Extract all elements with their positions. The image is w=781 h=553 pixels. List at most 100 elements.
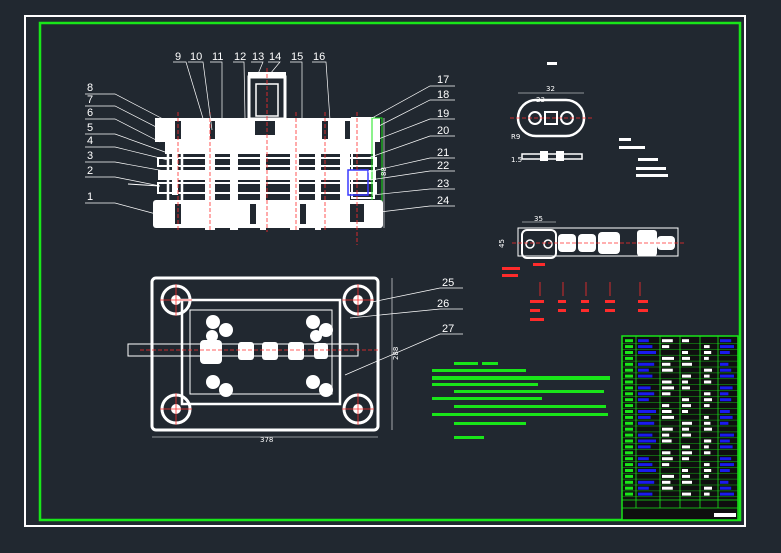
table-row-number [625, 392, 633, 396]
part-label: 2 [87, 165, 93, 177]
table-cell [704, 474, 709, 478]
table-cell [638, 392, 655, 396]
table-cell [662, 368, 673, 372]
table-cell [720, 386, 733, 390]
table-row-number [625, 469, 633, 472]
table-row-number [625, 451, 633, 455]
part-label: 21 [437, 147, 449, 159]
table-cell [704, 404, 710, 408]
table-cell [682, 480, 692, 484]
table-cell [720, 339, 732, 343]
table-cell [682, 351, 688, 354]
table-cell [638, 463, 653, 467]
table-cell [682, 356, 690, 360]
table-row-number [625, 445, 633, 449]
table-cell [662, 427, 673, 431]
part-label: 5 [87, 122, 93, 134]
table-cell [720, 415, 733, 419]
table-cell [662, 386, 674, 390]
table-cell [704, 427, 712, 431]
table-cell [662, 339, 673, 343]
part-label: 20 [437, 125, 449, 137]
side-height-dim: 88 [380, 167, 388, 176]
table-row-number [625, 386, 633, 390]
table-cell [638, 398, 649, 402]
table-cell [662, 404, 670, 408]
table-cell [704, 486, 712, 490]
inner-border [38, 21, 742, 522]
table-cell [720, 492, 734, 496]
table-cell [662, 380, 672, 384]
parts-list-table [621, 335, 739, 521]
table-cell [704, 398, 712, 402]
table-cell [720, 368, 732, 372]
table-row-number [625, 398, 633, 402]
table-cell [704, 492, 710, 496]
table-cell [704, 374, 710, 378]
table-cell [638, 386, 651, 390]
part-label: 18 [437, 89, 449, 101]
table-cell [682, 433, 691, 437]
table-row-number [625, 362, 633, 366]
table-cell [662, 362, 671, 366]
table-row-number [625, 404, 633, 408]
table-cell [638, 374, 653, 378]
part-label: 24 [437, 195, 449, 207]
strip-pitch-dim: 35 [534, 215, 543, 223]
part-label: 9 [175, 51, 181, 63]
table-row-number [625, 492, 633, 496]
outer-frame [24, 15, 746, 527]
table-cell [682, 410, 688, 413]
table-row-number [625, 463, 633, 467]
part-label: 8 [87, 82, 93, 94]
table-cell [704, 445, 709, 449]
table-cell [704, 439, 712, 443]
table-cell [662, 474, 674, 478]
plan-width-dim: 378 [260, 436, 273, 444]
table-cell [638, 469, 656, 472]
table-cell [682, 451, 692, 455]
table-cell [720, 445, 733, 449]
table-cell [720, 398, 732, 402]
table-cell [682, 474, 690, 478]
part-label: 26 [437, 298, 449, 310]
part-label: 22 [437, 160, 449, 172]
table-cell [638, 457, 649, 461]
table-cell [720, 345, 734, 349]
table-cell [662, 415, 674, 419]
thickness-dim: 1.5 [511, 156, 522, 164]
strip-layout-view: 35 45 [498, 215, 684, 321]
table-cell [662, 356, 674, 360]
table-cell [638, 433, 653, 437]
table-cell [720, 463, 734, 467]
table-row-number [625, 351, 633, 354]
table-cell [638, 410, 656, 413]
part-label: 16 [313, 51, 325, 63]
table-row-number [625, 339, 633, 343]
part-label: 17 [437, 74, 449, 86]
part-label: 11 [212, 51, 223, 63]
part-label: 7 [87, 94, 93, 106]
table-cell [704, 463, 710, 467]
table-cell [682, 362, 692, 366]
table-row-number [625, 415, 633, 419]
table-row-number [625, 486, 633, 490]
table-cell [682, 404, 691, 408]
table-cell [682, 457, 689, 461]
part-label: 14 [269, 51, 281, 63]
table-cell [720, 480, 729, 484]
table-row-number [625, 356, 633, 360]
table-cell [720, 433, 734, 437]
part-label: 4 [87, 135, 93, 147]
table-cell [704, 356, 709, 360]
table-cell [720, 439, 730, 443]
table-cell [638, 415, 651, 419]
blank-height-dim: 23 [536, 96, 545, 104]
table-cell [662, 451, 671, 455]
blank-width-dim: 32 [546, 85, 555, 93]
table-row-number [625, 374, 633, 378]
table-cell [682, 339, 689, 343]
table-cell [720, 486, 732, 490]
table-cell [720, 457, 732, 461]
table-cell [682, 492, 691, 496]
